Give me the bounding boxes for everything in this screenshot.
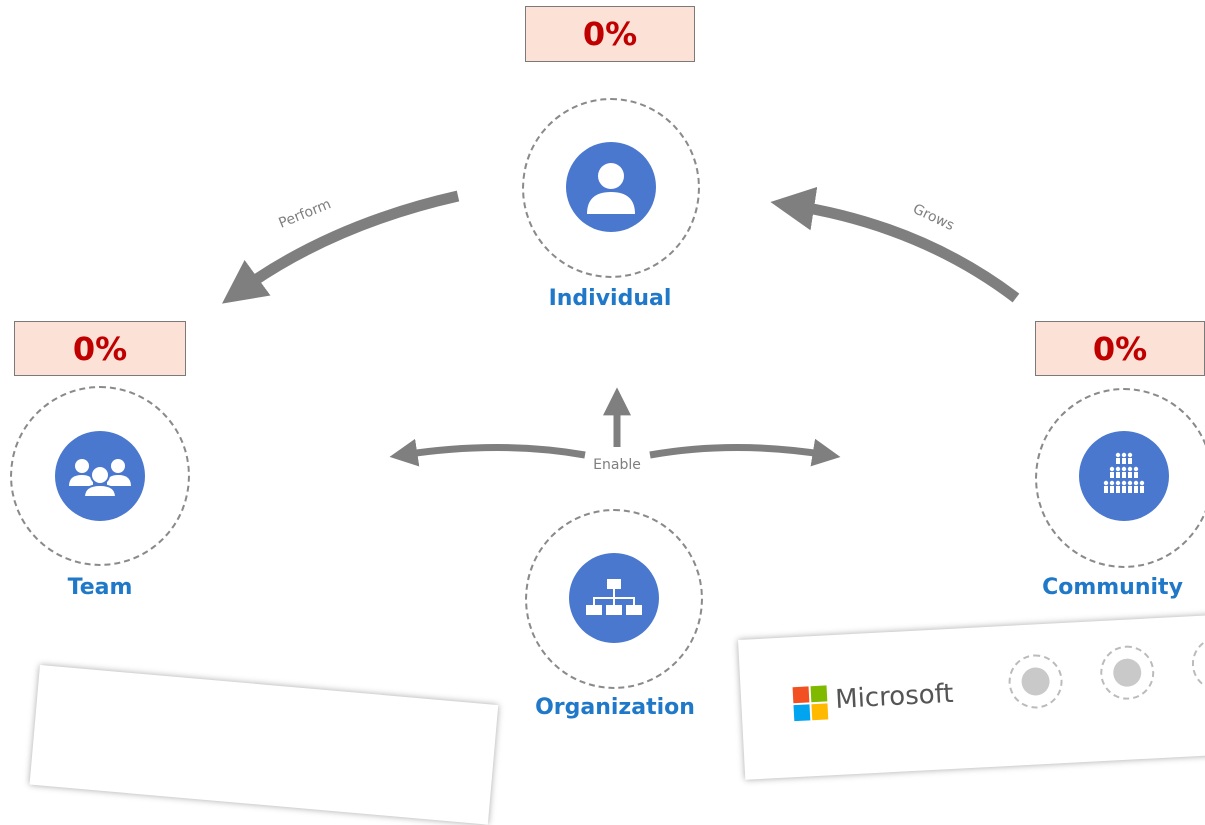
- grows-arrow: [770, 186, 1020, 303]
- organization-icon: [569, 553, 659, 643]
- organization-label: Organization: [535, 695, 695, 720]
- team-percent-box: 0%: [14, 321, 186, 376]
- perform-label: Perform: [277, 196, 334, 231]
- team-icon: [55, 431, 145, 521]
- individual-icon: [566, 142, 656, 232]
- right-thumbnail-card: Microsoft: [738, 613, 1205, 780]
- organization-ring: [525, 509, 703, 689]
- enable-arrow-right: [649, 438, 841, 467]
- individual-percent-box: 0%: [525, 6, 695, 62]
- community-icon: [1079, 431, 1169, 521]
- connector-arrows: Perform Grows Enable: [221, 186, 1020, 473]
- individual-ring: [522, 98, 700, 278]
- mini-team-icon: [1098, 644, 1156, 702]
- microsoft-logo: [792, 685, 829, 722]
- team-label: Team: [67, 575, 133, 600]
- team-ring: [10, 386, 190, 566]
- mini-community-icon: [1190, 635, 1205, 693]
- microsoft-wordmark: Microsoft: [834, 678, 955, 715]
- community-label: Community: [1042, 575, 1183, 600]
- community-percent-box: 0%: [1035, 321, 1205, 376]
- enable-arrow-left: [389, 438, 586, 467]
- mini-individual-icon: [1007, 653, 1064, 710]
- individual-label: Individual: [548, 286, 672, 311]
- community-ring: [1035, 388, 1205, 568]
- enable-label: Enable: [593, 457, 641, 473]
- grows-label: Grows: [910, 201, 956, 234]
- perform-arrow: [221, 190, 460, 304]
